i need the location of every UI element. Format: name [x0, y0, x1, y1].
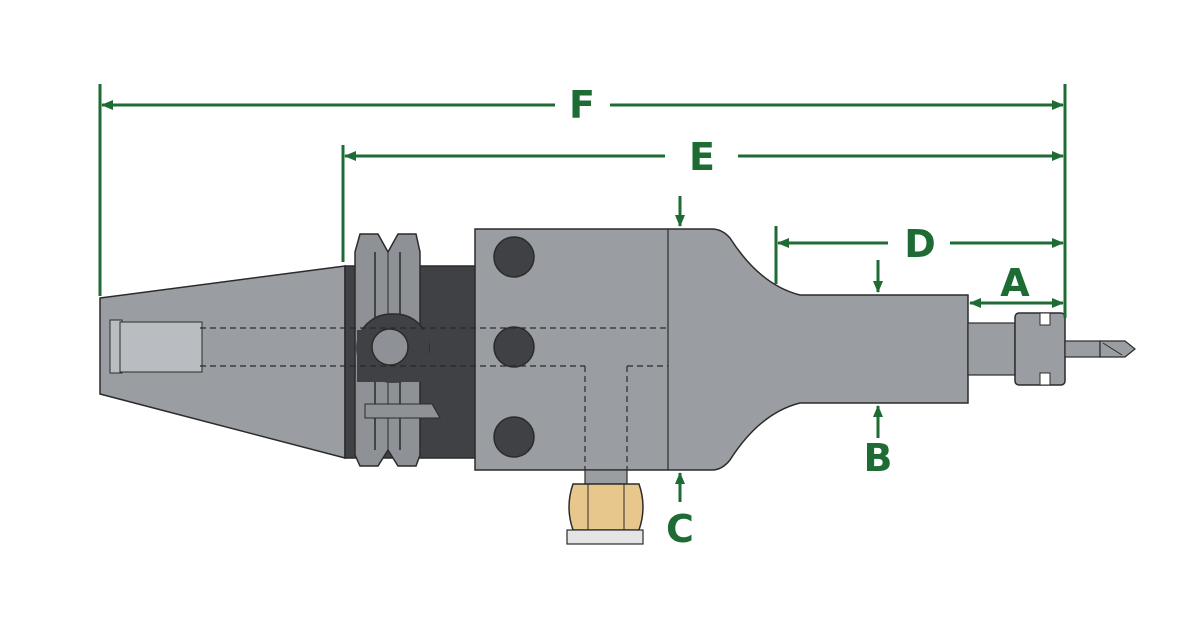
- orientation-notch: [364, 403, 441, 419]
- drill-bit: [1064, 340, 1136, 358]
- tool-holder: [99, 228, 1136, 545]
- coolant-washer: [566, 529, 644, 545]
- coolant-inlet-stem: [584, 469, 628, 485]
- bolt-top: [493, 236, 535, 278]
- hidden-coolant-lines: [200, 327, 668, 470]
- bolt-bottom: [493, 416, 535, 458]
- head-block: [474, 228, 969, 471]
- shank-thread: [119, 321, 203, 373]
- dimension-label-b: B: [864, 436, 893, 480]
- dimension-label-c: C: [666, 507, 694, 551]
- dimension-label-f: F: [569, 83, 595, 127]
- dimension-lines: [98, 84, 1067, 502]
- coolant-hex-nut: [568, 483, 644, 531]
- dimension-label-d: D: [904, 222, 936, 266]
- bolt-middle: [493, 326, 535, 368]
- dimension-label-a: A: [1000, 261, 1030, 305]
- drive-key: [356, 313, 430, 383]
- dimension-label-e: E: [689, 135, 715, 179]
- collet-nose: [967, 322, 1016, 376]
